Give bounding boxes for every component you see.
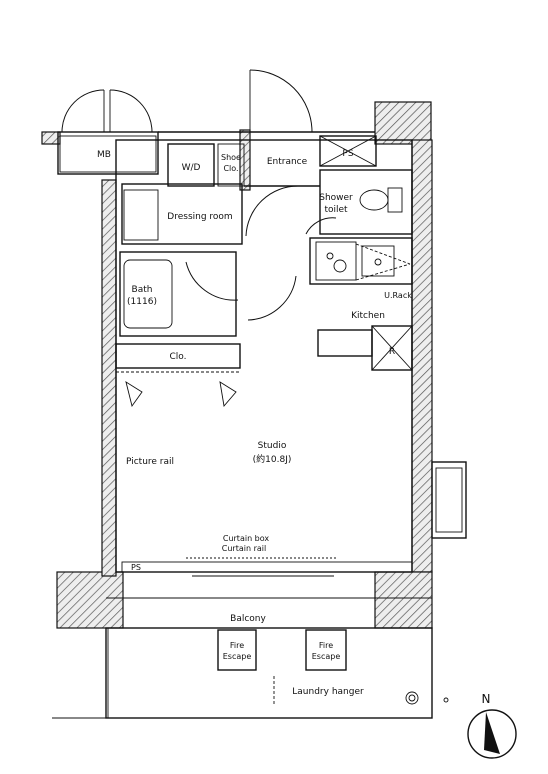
interior-walls — [52, 69, 467, 719]
fire-escape-1-label-1: Fire — [230, 641, 244, 650]
curtain-rail-label: Curtain rail — [222, 544, 266, 553]
closet-label: Clo. — [170, 352, 187, 362]
shoe-closet-label-2: Clo. — [223, 164, 238, 173]
shoe-closet-label-1: Shoe — [221, 153, 241, 162]
kitchen-label: Kitchen — [351, 311, 385, 321]
compass: N — [467, 692, 517, 759]
fire-escape-2-label-1: Fire — [319, 641, 333, 650]
ps-label: PS — [342, 149, 353, 159]
shower-label-1: Shower — [319, 193, 353, 203]
room-labels: MB W/D Shoe Clo. Entrance PS Shower toil… — [97, 149, 412, 697]
balcony-label: Balcony — [230, 614, 266, 624]
fire-escape-2-label-2: Escape — [312, 652, 341, 661]
studio-label-1: Studio — [258, 441, 287, 451]
fridge-label: R — [389, 347, 395, 357]
wic-label: W/D — [182, 163, 201, 173]
bath-label-2: (1116) — [127, 297, 157, 307]
laundry-hanger-label: Laundry hanger — [292, 687, 364, 697]
urack-label: U.Rack — [384, 291, 412, 300]
structural-walls — [41, 101, 433, 629]
mb-label: MB — [97, 150, 111, 160]
shower-label-2: toilet — [324, 205, 348, 215]
dressing-room-label: Dressing room — [167, 212, 232, 222]
compass-ring — [467, 709, 517, 759]
ps-small-label: PS — [131, 563, 141, 572]
compass-needle-icon — [484, 712, 500, 754]
curtain-box-label: Curtain box — [223, 534, 270, 543]
studio-label-2: (約10.8J) — [253, 453, 292, 465]
bath-label-1: Bath — [132, 285, 153, 295]
fire-escape-1-label-2: Escape — [223, 652, 252, 661]
north-label: N — [482, 692, 491, 706]
picture-rail-label: Picture rail — [126, 457, 174, 467]
entrance-label: Entrance — [267, 157, 308, 167]
